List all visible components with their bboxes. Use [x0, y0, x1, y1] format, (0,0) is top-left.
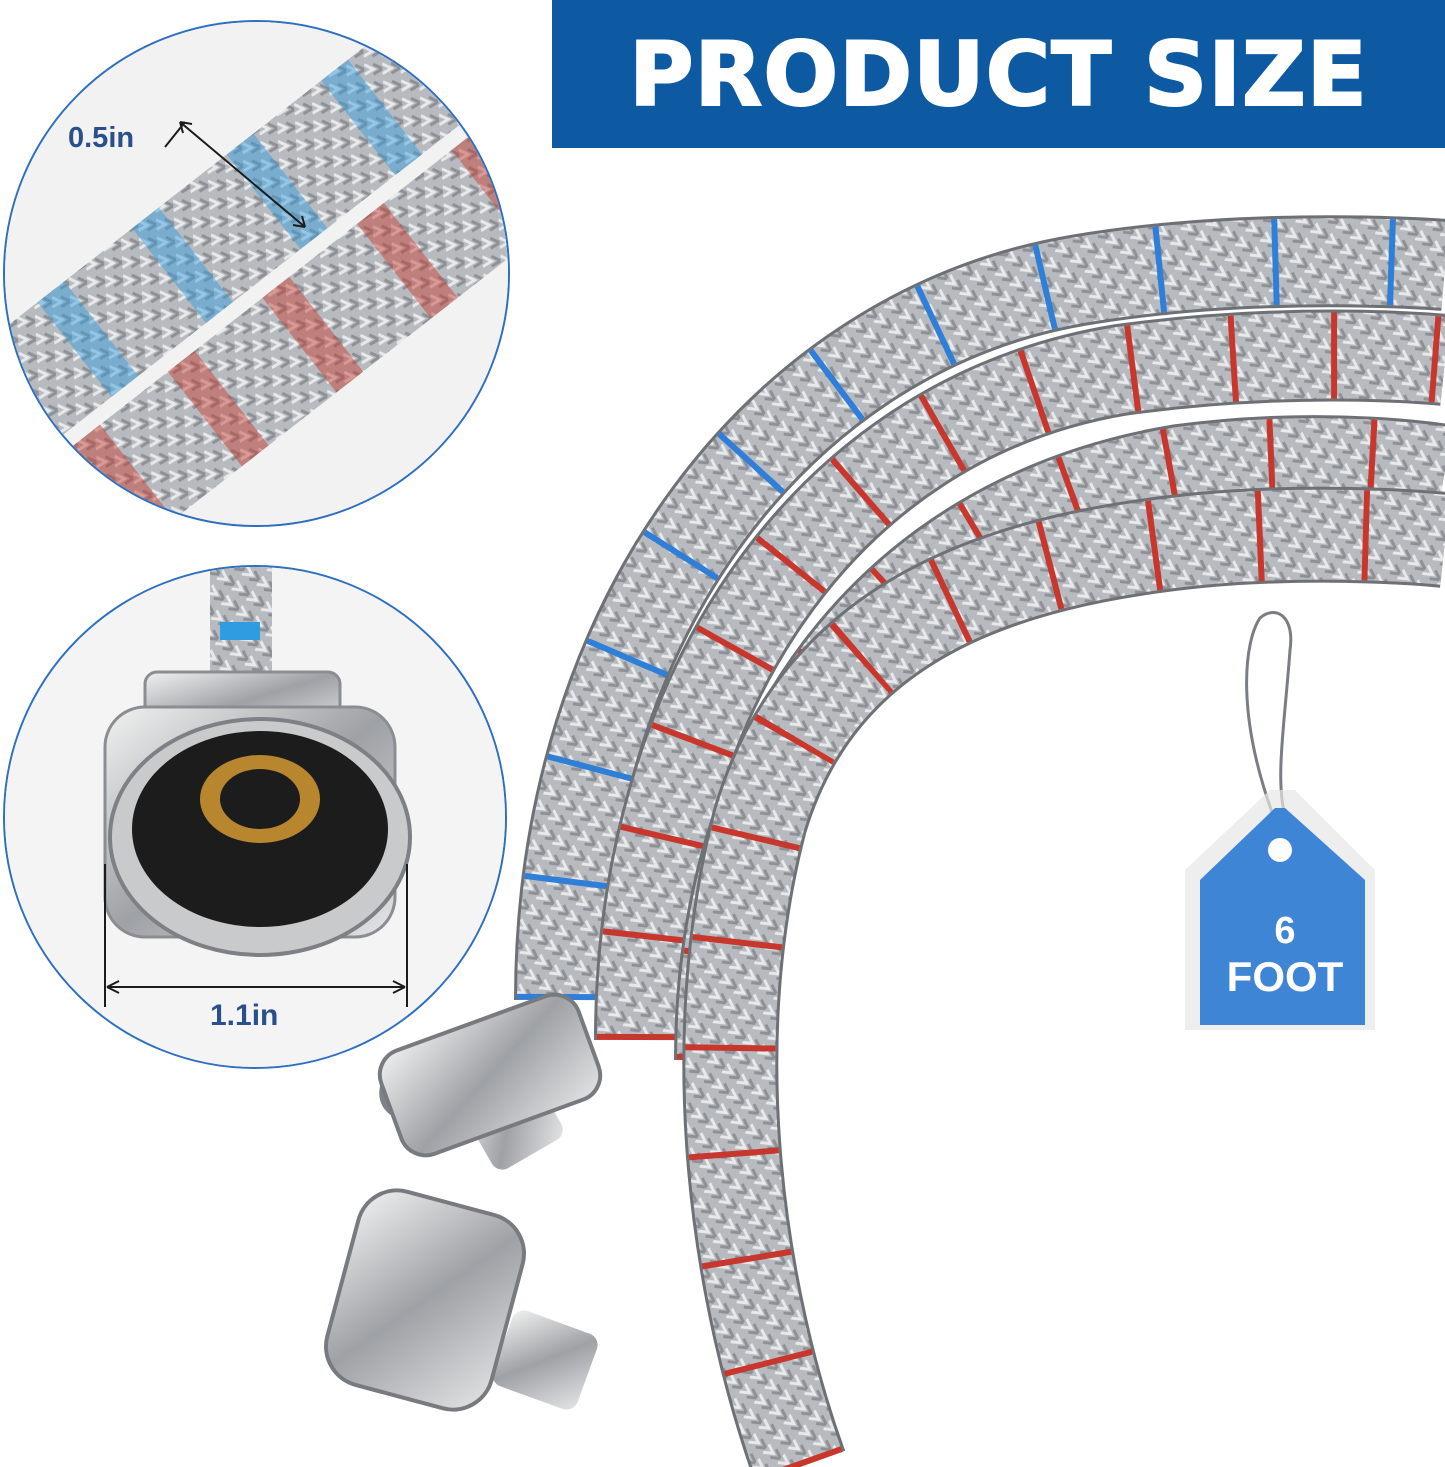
- tag-unit: FOOT: [1226, 953, 1344, 1000]
- braid-closeup-image: [5, 22, 508, 525]
- hose-fitting-lower: [324, 1188, 598, 1412]
- diameter-label: 0.5in: [68, 122, 135, 154]
- tag-number: 6: [1274, 910, 1296, 952]
- dimension-arrow-icon: [164, 121, 306, 228]
- fitting-closeup-circle: 1.1in: [3, 565, 507, 1069]
- fitting-closeup-image: [5, 567, 505, 1067]
- product-size-banner: PRODUCT SIZE: [552, 0, 1445, 148]
- dimension-arrow-icon: [104, 864, 408, 1007]
- banner-title: PRODUCT SIZE: [628, 22, 1368, 127]
- price-tag-icon: [1185, 611, 1375, 1030]
- fitting-width-label: 1.1in: [210, 999, 279, 1032]
- braid-closeup-circle: 0.5in: [3, 20, 510, 527]
